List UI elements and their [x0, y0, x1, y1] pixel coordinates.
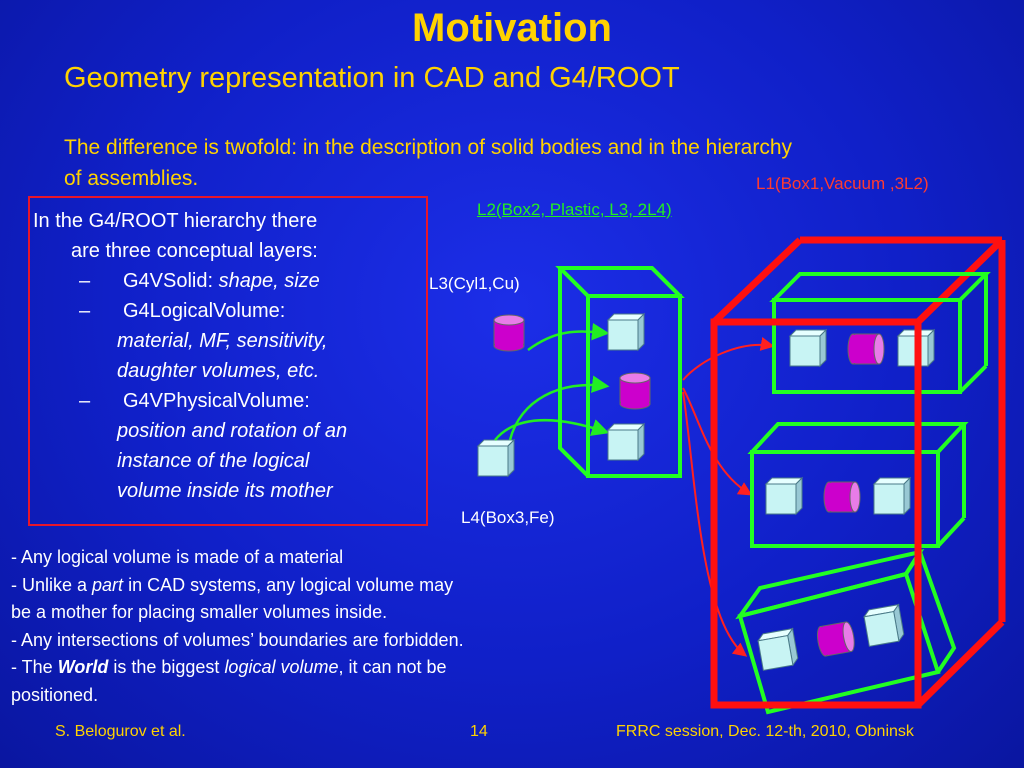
- red-arrows: [682, 337, 775, 657]
- intro-line: of assemblies.: [64, 167, 199, 190]
- note-emphasis: part: [92, 574, 124, 595]
- note-text: - The: [11, 657, 58, 677]
- layer-desc: position and rotation of an: [117, 420, 348, 442]
- layer-desc: volume inside its mother: [117, 480, 333, 502]
- layer-name: G4VSolid:: [123, 270, 214, 292]
- note-item: - The World is the biggest logical volum…: [11, 654, 464, 682]
- l1-child-mid-contents: [765, 477, 911, 515]
- layer-desc: daughter volumes, etc.: [117, 360, 320, 382]
- l1-world-box: [711, 236, 1006, 708]
- notes-list: - Any logical volume is made of a materi…: [11, 544, 464, 709]
- bullet-dash: –: [79, 300, 91, 322]
- cube-l4: [477, 439, 515, 477]
- layers-heading: In the G4/ROOT hierarchy there: [33, 210, 318, 232]
- note-text: - Unlike a: [11, 574, 93, 595]
- cylinder-l3: [493, 314, 525, 352]
- note-text: is the biggest: [108, 657, 225, 677]
- layers-heading: are three conceptual layers:: [71, 240, 318, 262]
- label-l2: L2(Box2, Plastic, L3, 2L4): [477, 200, 672, 219]
- layer-desc: material, MF, sensitivity,: [117, 330, 328, 352]
- note-text: in CAD systems, any logical volume may: [123, 574, 454, 595]
- layers-list: In the G4/ROOT hierarchy there are three…: [33, 206, 347, 506]
- note-item: - Any intersections of volumes’ boundari…: [11, 629, 464, 650]
- footer-event: FRRC session, Dec. 12-th, 2010, Obninsk: [616, 723, 914, 740]
- l1-child-top-contents: [789, 329, 935, 367]
- arrow-l4-to-l2-b: [494, 419, 610, 441]
- footer-page-number: 14: [470, 723, 488, 740]
- label-l3: L3(Cyl1,Cu): [429, 274, 520, 293]
- l1-world-front: [710, 318, 922, 709]
- label-l4: L4(Box3,Fe): [461, 508, 555, 527]
- layer-item-solid: – G4VSolid: shape, size: [33, 266, 347, 296]
- layer-name: G4LogicalVolume:: [123, 300, 286, 322]
- bullet-dash: –: [79, 270, 91, 292]
- intro-text: The difference is twofold: in the descri…: [64, 132, 964, 194]
- arrow-l2-to-l1-mid: [682, 387, 753, 496]
- l1-child-box-mid: [747, 422, 969, 548]
- bullet-dash: –: [79, 390, 91, 412]
- l2-contents: [607, 313, 651, 461]
- note-item: - Unlike a part in CAD systems, any logi…: [11, 572, 464, 600]
- intro-line: The difference is twofold: in the descri…: [64, 136, 793, 159]
- note-item: - Any logical volume is made of a materi…: [11, 547, 344, 567]
- layer-desc: instance of the logical: [117, 450, 310, 472]
- l2-box: [555, 266, 685, 478]
- arrow-l3-to-l2: [527, 322, 610, 352]
- layers-frame: [28, 196, 428, 526]
- arrow-l2-to-l1-top: [682, 337, 775, 381]
- slide-subtitle: Geometry representation in CAD and G4/RO…: [64, 62, 680, 94]
- l1-child-bottom-contents: [756, 604, 906, 671]
- note-item: positioned.: [11, 684, 99, 705]
- l1-child-box-top: [769, 272, 991, 394]
- note-text: , it can not be: [338, 657, 447, 677]
- layer-item-logical: – G4LogicalVolume:: [33, 296, 347, 326]
- arrow-l4-to-l2-a: [508, 375, 610, 441]
- green-arrows: [494, 322, 610, 441]
- slide-title: Motivation: [412, 6, 612, 50]
- layer-desc: shape, size: [218, 270, 320, 292]
- note-emphasis: logical volume: [224, 657, 339, 677]
- note-emphasis: World: [57, 657, 109, 677]
- footer-author: S. Belogurov et al.: [55, 723, 186, 740]
- layer-name: G4VPhysicalVolume:: [123, 390, 310, 412]
- label-l1: L1(Box1,Vacuum ,3L2): [756, 174, 929, 193]
- layer-item-physical: – G4VPhysicalVolume:: [33, 386, 347, 416]
- note-item: be a mother for placing smaller volumes …: [11, 602, 388, 622]
- arrow-l2-to-l1-bottom: [682, 391, 748, 657]
